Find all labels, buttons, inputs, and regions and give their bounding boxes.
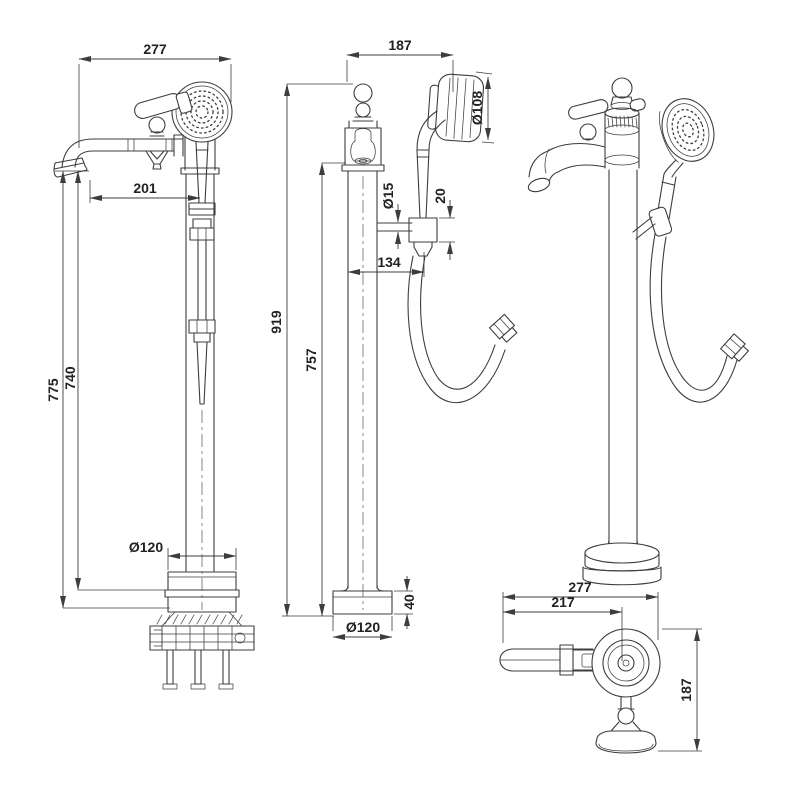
side-dim-base-diameter: Ø120 xyxy=(332,616,393,640)
plan-view: 277 217 187 xyxy=(499,579,702,754)
front-height-to-spout-label: 740 xyxy=(62,366,78,390)
side-base-height-label: 40 xyxy=(401,594,417,610)
front-overall-width-label: 277 xyxy=(143,41,167,57)
front-shower-hose xyxy=(188,218,216,610)
side-elevation-view: 187 Ø108 Ø15 20 134 919 xyxy=(268,37,518,640)
persp-shower-head xyxy=(658,98,715,163)
plan-overall-width-label: 277 xyxy=(568,579,592,595)
side-handset-diameter-label: Ø108 xyxy=(469,91,485,125)
plan-column-flange xyxy=(591,628,661,698)
side-base xyxy=(332,584,393,615)
side-handset xyxy=(408,110,446,257)
side-dim-bar-diameter: Ø15 xyxy=(380,183,401,249)
side-dim-handset-diameter: Ø108 xyxy=(469,71,495,144)
side-shower-head xyxy=(427,73,484,143)
plan-handset xyxy=(595,696,657,754)
front-dim-overall-width: 277 xyxy=(78,41,232,148)
persp-body xyxy=(568,77,646,169)
side-dim-base-height: 40 xyxy=(394,576,417,629)
plan-dim-overall-width: 277 xyxy=(502,579,659,643)
persp-shower-hose xyxy=(649,233,749,403)
front-lever-handle xyxy=(134,91,193,119)
side-height-overall-label: 919 xyxy=(268,310,284,334)
front-base-diameter-label: Ø120 xyxy=(129,539,163,555)
front-column xyxy=(180,119,220,573)
side-dim-column-height: 757 xyxy=(303,162,346,617)
front-dim-base-diameter: Ø120 xyxy=(129,539,237,570)
side-dim-bar-length: 134 xyxy=(347,252,425,277)
side-bracket-depth-label: 20 xyxy=(432,188,448,204)
plan-dim-overall-depth: 187 xyxy=(658,628,702,752)
side-column-height-label: 757 xyxy=(303,348,319,372)
front-spout xyxy=(53,134,184,178)
side-base-diameter-label: Ø120 xyxy=(346,619,380,635)
side-bar-diameter-label: Ø15 xyxy=(380,183,396,210)
front-dim-spout-reach: 201 xyxy=(89,180,201,203)
persp-spout xyxy=(527,123,606,193)
plan-overall-depth-label: 187 xyxy=(678,678,694,702)
side-dim-bracket-depth: 20 xyxy=(432,188,455,260)
front-mounting-kit xyxy=(149,611,255,690)
plan-spout xyxy=(499,644,599,676)
persp-base xyxy=(582,539,662,586)
plan-dim-spout-reach: 217 xyxy=(502,594,623,661)
front-spout-reach-label: 201 xyxy=(133,180,157,196)
persp-column xyxy=(608,169,638,549)
front-dim-height-to-spout: 740 xyxy=(62,170,166,591)
front-elevation-view: 277 201 775 740 Ø120 xyxy=(45,41,255,690)
front-handset-handle xyxy=(188,141,216,216)
front-height-overall-label: 775 xyxy=(45,378,61,402)
side-shower-hose xyxy=(407,255,518,404)
front-diverter-knob xyxy=(148,116,166,137)
perspective-view xyxy=(527,77,749,586)
side-overall-depth-label: 187 xyxy=(388,37,412,53)
front-dim-height-overall: 775 xyxy=(45,170,170,609)
side-bar-length-label: 134 xyxy=(377,254,401,270)
side-column xyxy=(347,170,378,610)
side-support-bar xyxy=(376,222,413,232)
side-dim-height-overall: 919 xyxy=(268,83,353,617)
plan-spout-reach-label: 217 xyxy=(551,594,575,610)
side-dim-overall-depth: 187 xyxy=(346,37,454,92)
side-body xyxy=(341,83,385,172)
persp-handset-handle xyxy=(632,159,684,240)
